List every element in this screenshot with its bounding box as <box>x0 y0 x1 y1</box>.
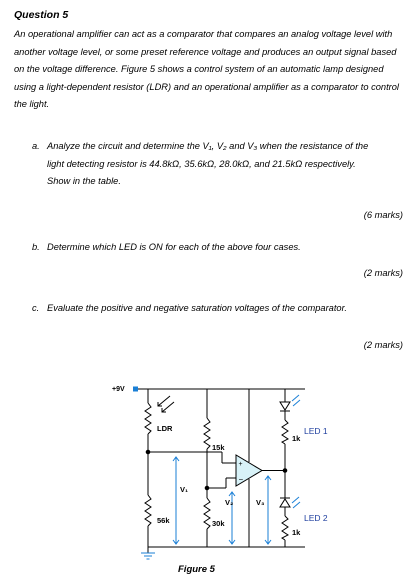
r56k-label: 56k <box>157 516 170 525</box>
svg-text:+: + <box>239 461 243 468</box>
opamp-comparator: + − <box>235 389 288 547</box>
v3-label: V₃ <box>256 498 265 507</box>
r1k-top-resistor <box>281 419 289 445</box>
top-rail <box>133 386 305 392</box>
led1-diode-icon <box>279 394 301 412</box>
part-c: c. Evaluate the positive and negative sa… <box>32 302 377 314</box>
supply-node <box>133 386 138 392</box>
ldr-label: LDR <box>157 424 173 433</box>
r56k-resistor <box>144 452 152 547</box>
supply-label: +9V <box>112 386 125 393</box>
r30k-resistor <box>203 497 211 547</box>
r1k-bottom-resistor <box>281 515 289 541</box>
part-a-label: a. <box>32 141 40 151</box>
ground-icon <box>141 547 155 560</box>
part-a-marks: (6 marks) <box>363 210 403 220</box>
r1k-top-label: 1k <box>292 434 301 443</box>
r15k-resistor <box>203 389 211 498</box>
part-a: a. Analyze the circuit and determine the… <box>32 138 377 191</box>
part-a-text: Analyze the circuit and determine the V₁… <box>47 141 369 186</box>
v2-arrow <box>228 491 236 545</box>
r15k-label: 15k <box>212 443 225 452</box>
led2-label: LED 2 <box>304 513 328 523</box>
part-c-marks: (2 marks) <box>363 340 403 350</box>
v2-label: V₂ <box>225 498 233 507</box>
part-b: b. Determine which LED is ON for each of… <box>32 239 377 257</box>
part-b-label: b. <box>32 242 40 252</box>
svg-text:−: − <box>239 475 244 484</box>
v3-arrow <box>264 475 272 545</box>
v2-node <box>204 477 236 491</box>
question-intro: An operational amplifier can act as a co… <box>14 29 399 109</box>
ldr-resistor <box>144 389 175 452</box>
part-b-marks: (2 marks) <box>363 268 403 278</box>
part-c-text: Evaluate the positive and negative satur… <box>47 303 347 313</box>
part-b-text: Determine which LED is ON for each of th… <box>47 242 301 252</box>
led1-label: LED 1 <box>304 426 328 436</box>
r30k-label: 30k <box>212 519 225 528</box>
v1-arrow <box>172 456 180 545</box>
v1-node <box>145 449 236 464</box>
v1-label: V₁ <box>180 485 188 494</box>
r1k-bottom-label: 1k <box>292 528 301 537</box>
part-c-label: c. <box>32 303 40 313</box>
led2-diode-icon <box>279 496 301 509</box>
figure-caption: Figure 5 <box>178 564 215 575</box>
question-title: Question 5 <box>14 9 69 21</box>
